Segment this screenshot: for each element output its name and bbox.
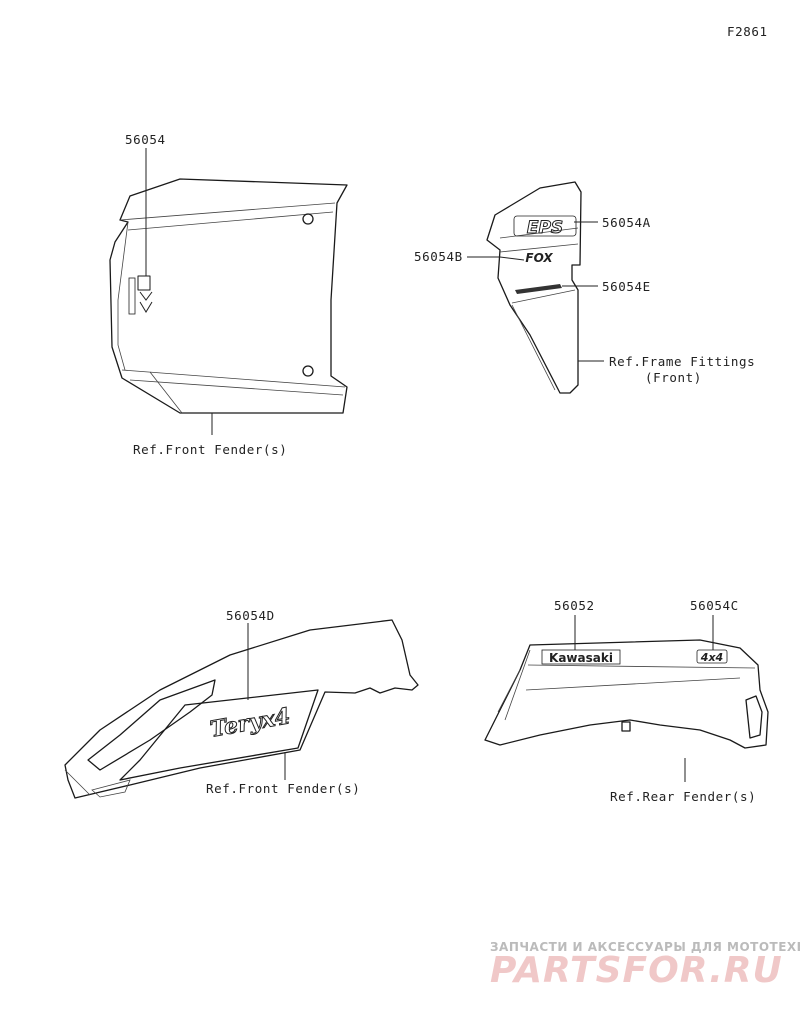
decal-56054D-teryx4: Teryx4 xyxy=(208,703,293,744)
label-56054E: 56054E xyxy=(602,279,651,294)
label-56054A: 56054A xyxy=(602,215,651,230)
watermark-brand: PARTSFOR.RU xyxy=(490,950,783,991)
kawasaki-text: Kawasaki xyxy=(549,651,613,665)
label-56052: 56052 xyxy=(554,598,595,613)
eps-text: EPS xyxy=(527,218,563,238)
decal-56054 xyxy=(128,275,153,315)
rear-fender-side-view: Kawasaki 4x4 xyxy=(484,615,769,782)
watermark-tagline: ЗАПЧАСТИ И АКСЕССУАРЫ ДЛЯ МОТОТЕХНИКИ xyxy=(490,940,800,954)
decal-56054A-eps: EPS xyxy=(513,215,577,239)
decal-56054B-fox: FOX xyxy=(525,251,553,265)
leader-56054B xyxy=(467,256,525,261)
label-56054D: 56054D xyxy=(226,608,275,623)
front-fender-top-view xyxy=(109,148,348,435)
decal-56054C-4x4: 4x4 xyxy=(696,649,728,664)
watermark: ЗАПЧАСТИ И АКСЕССУАРЫ ДЛЯ МОТОТЕХНИКИ PA… xyxy=(490,940,800,991)
front-fender-side-view: Teryx4 xyxy=(64,619,419,799)
decal-56052-kawasaki: Kawasaki xyxy=(541,649,621,665)
four-by-four-text: 4x4 xyxy=(700,651,723,664)
label-56054B: 56054B xyxy=(414,249,463,264)
frame-fitting-front: EPS FOX xyxy=(467,181,604,394)
label-ref-rear-fender: Ref.Rear Fender(s) xyxy=(610,789,756,804)
teryx4-text: Teryx4 xyxy=(208,703,292,743)
figure-id: F2861 xyxy=(727,24,768,39)
fox-text: FOX xyxy=(525,251,553,265)
label-ref-front-fender-bottom: Ref.Front Fender(s) xyxy=(206,781,360,796)
label-ref-frame-fittings-1: Ref.Frame Fittings xyxy=(609,354,755,369)
label-56054C: 56054C xyxy=(690,598,739,613)
label-56054: 56054 xyxy=(125,132,166,147)
label-ref-front-fender-top: Ref.Front Fender(s) xyxy=(133,442,287,457)
decal-56054E xyxy=(515,284,562,294)
label-ref-frame-fittings-2: (Front) xyxy=(645,370,702,385)
